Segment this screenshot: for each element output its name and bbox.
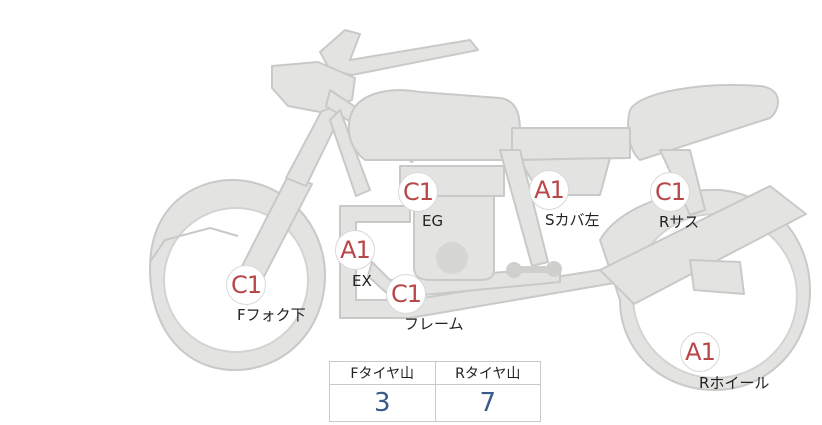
seat [627, 84, 779, 161]
tire-tread-table: Fタイヤ山 Rタイヤ山 3 7 [329, 361, 541, 422]
grade-badge-side-cover[interactable]: A1 [529, 170, 569, 210]
grade-badge-frame[interactable]: C1 [386, 274, 426, 314]
part-label-frame: フレーム [404, 315, 464, 333]
muffler [599, 185, 807, 305]
handlebar [319, 29, 479, 76]
shift-lever [506, 261, 562, 278]
rear-tread-value: 7 [434, 384, 541, 422]
engine-block [413, 195, 495, 281]
part-label-rear-suspension: Rサス [659, 213, 700, 231]
part-label-exhaust: EX [352, 272, 372, 290]
grade-badge-front-fork[interactable]: C1 [226, 265, 266, 305]
part-label-rear-wheel: Rホイール [699, 374, 770, 392]
grade-badge-engine[interactable]: C1 [398, 172, 438, 212]
part-label-side-cover: Sカバ左 [545, 211, 600, 229]
fuel-tank [347, 89, 521, 161]
rear-tread-header: Rタイヤ山 [434, 361, 541, 385]
front-tread-value: 3 [329, 384, 436, 422]
grade-badge-rear-wheel[interactable]: A1 [680, 332, 720, 372]
part-label-engine: EG [422, 212, 444, 230]
front-tread-header: Fタイヤ山 [329, 361, 436, 385]
grade-badge-exhaust[interactable]: A1 [335, 230, 375, 270]
grade-badge-rear-suspension[interactable]: C1 [650, 172, 690, 212]
part-label-front-fork: Fフォク下 [237, 306, 306, 324]
